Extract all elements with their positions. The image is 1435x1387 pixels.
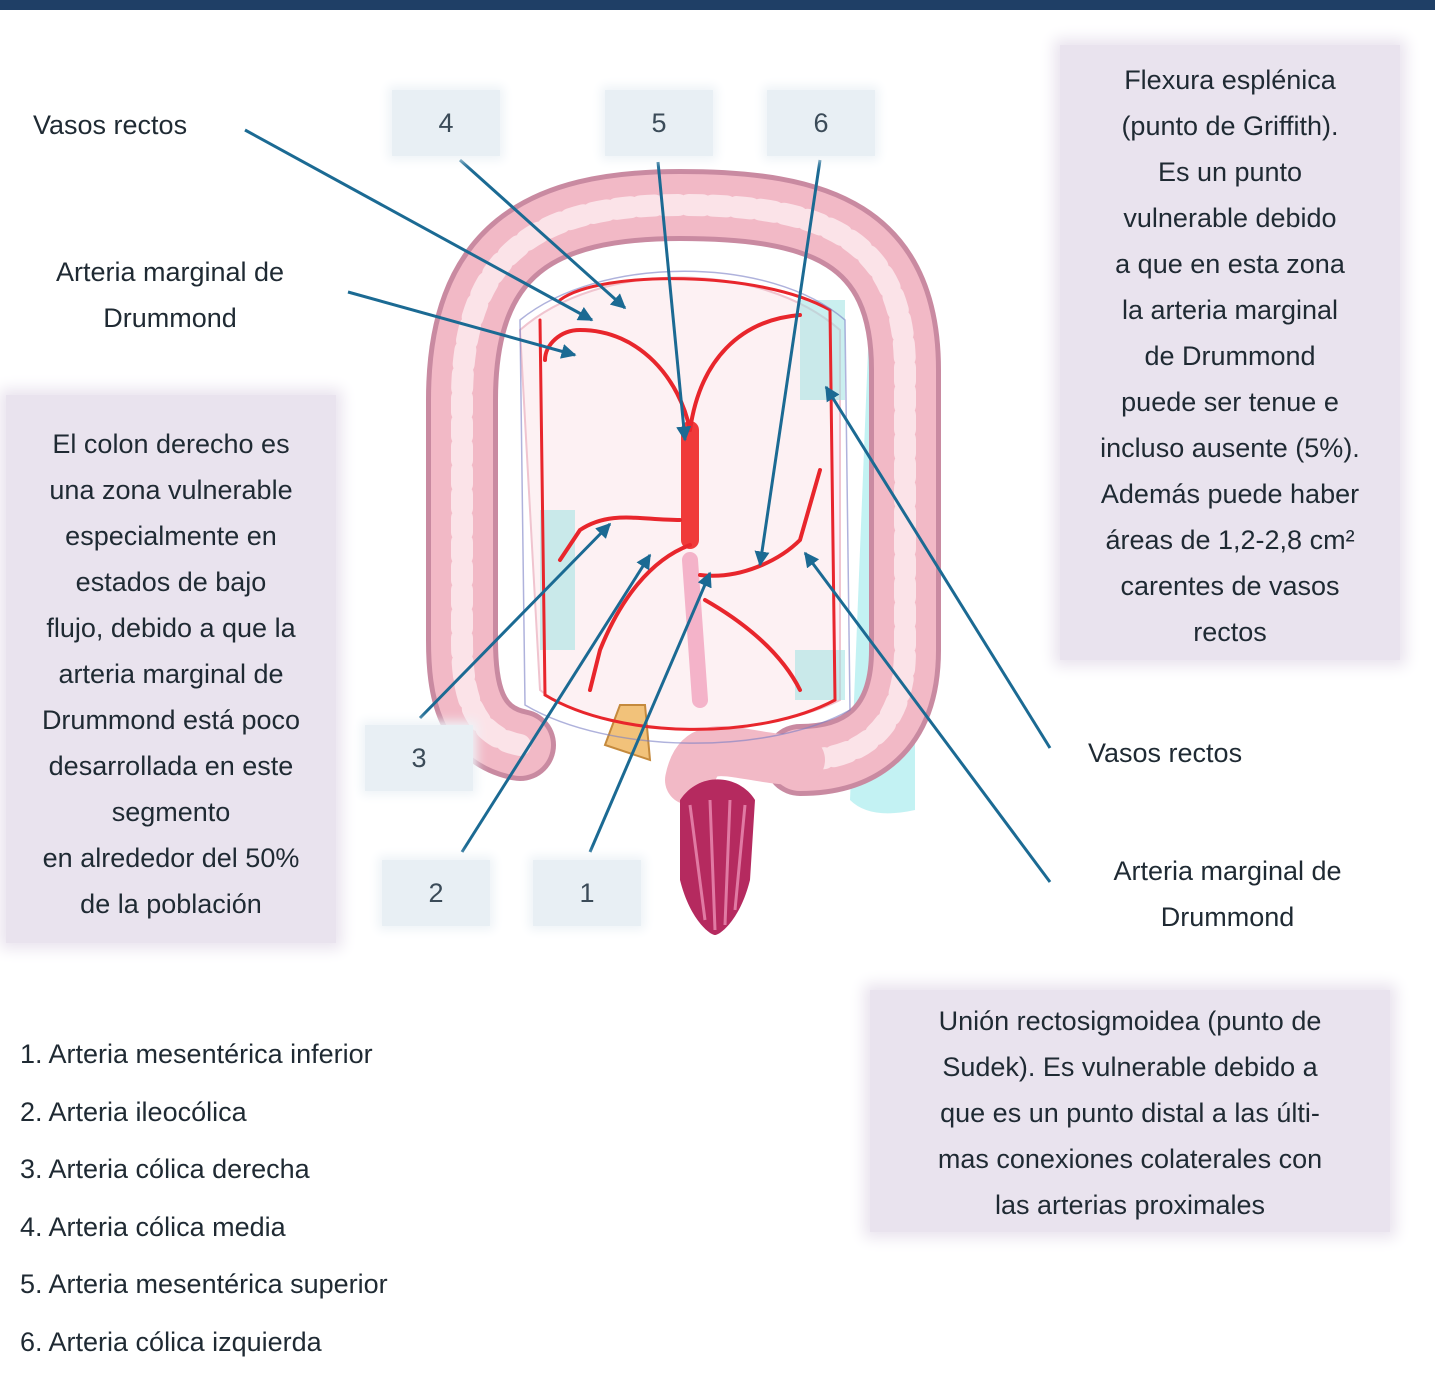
note-line: mas conexiones colaterales con — [870, 1136, 1390, 1182]
note-line: vulnerable debido — [1060, 195, 1400, 241]
legend: 1. Arteria mesentérica inferior 2. Arter… — [20, 1026, 388, 1372]
number-box-4: 4 — [392, 90, 500, 156]
legend-item: 1. Arteria mesentérica inferior — [20, 1026, 388, 1084]
legend-item: 5. Arteria mesentérica superior — [20, 1256, 388, 1314]
legend-item: 4. Arteria cólica media — [20, 1199, 388, 1257]
label-arteria-marginal-left: Arteria marginal de Drummond — [30, 249, 310, 341]
note-line: puede ser tenue e — [1060, 379, 1400, 425]
note-line: estados de bajo — [6, 559, 336, 605]
legend-item: 6. Arteria cólica izquierda — [20, 1314, 388, 1372]
note-line: a que en esta zona — [1060, 241, 1400, 287]
note-line: Drummond está poco — [6, 697, 336, 743]
note-line: arteria marginal de — [6, 651, 336, 697]
legend-item: 3. Arteria cólica derecha — [20, 1141, 388, 1199]
note-line: El colon derecho es — [6, 421, 336, 467]
label-line: Drummond — [30, 295, 310, 341]
number-box-3: 3 — [365, 725, 473, 791]
note-line: Sudek). Es vulnerable debido a — [870, 1044, 1390, 1090]
label-vasos-rectos-left: Vasos rectos — [33, 102, 187, 148]
note-box-right-colon: El colon derecho es una zona vulnerable … — [6, 395, 336, 943]
rectum — [680, 779, 755, 935]
note-line: las arterias proximales — [870, 1182, 1390, 1228]
note-line: flujo, debido a que la — [6, 605, 336, 651]
note-line: incluso ausente (5%). — [1060, 425, 1400, 471]
note-line: una zona vulnerable — [6, 467, 336, 513]
note-line: Flexura esplénica — [1060, 57, 1400, 103]
note-line: la arteria marginal — [1060, 287, 1400, 333]
note-line: segmento — [6, 789, 336, 835]
label-arteria-marginal-right: Arteria marginal de Drummond — [1085, 848, 1370, 940]
note-line: en alrededor del 50% — [6, 835, 336, 881]
note-line: especialmente en — [6, 513, 336, 559]
note-line: desarrollada en este — [6, 743, 336, 789]
note-line: Además puede haber — [1060, 471, 1400, 517]
number-box-5: 5 — [605, 90, 713, 156]
label-line: Arteria marginal de — [30, 249, 310, 295]
label-vasos-rectos-right: Vasos rectos — [1088, 730, 1242, 776]
note-line: carentes de vasos — [1060, 563, 1400, 609]
number-box-2: 2 — [382, 860, 490, 926]
note-box-rectosigmoid: Unión rectosigmoidea (punto de Sudek). E… — [870, 990, 1390, 1232]
label-line: Arteria marginal de — [1085, 848, 1370, 894]
note-box-splenic-flexure: Flexura esplénica (punto de Griffith). E… — [1060, 45, 1400, 660]
number-box-1: 1 — [533, 860, 641, 926]
note-line: (punto de Griffith). — [1060, 103, 1400, 149]
note-line: de Drummond — [1060, 333, 1400, 379]
label-line: Drummond — [1085, 894, 1370, 940]
note-text: Flexura esplénica (punto de Griffith). E… — [1060, 45, 1400, 655]
note-text: Unión rectosigmoidea (punto de Sudek). E… — [870, 990, 1390, 1228]
note-line: rectos — [1060, 609, 1400, 655]
note-text: El colon derecho es una zona vulnerable … — [6, 395, 336, 927]
note-line: Es un punto — [1060, 149, 1400, 195]
note-line: que es un punto distal a las últi- — [870, 1090, 1390, 1136]
note-line: Unión rectosigmoidea (punto de — [870, 998, 1390, 1044]
note-line: áreas de 1,2-2,8 cm² — [1060, 517, 1400, 563]
number-box-6: 6 — [767, 90, 875, 156]
note-line: de la población — [6, 881, 336, 927]
legend-item: 2. Arteria ileocólica — [20, 1084, 388, 1142]
